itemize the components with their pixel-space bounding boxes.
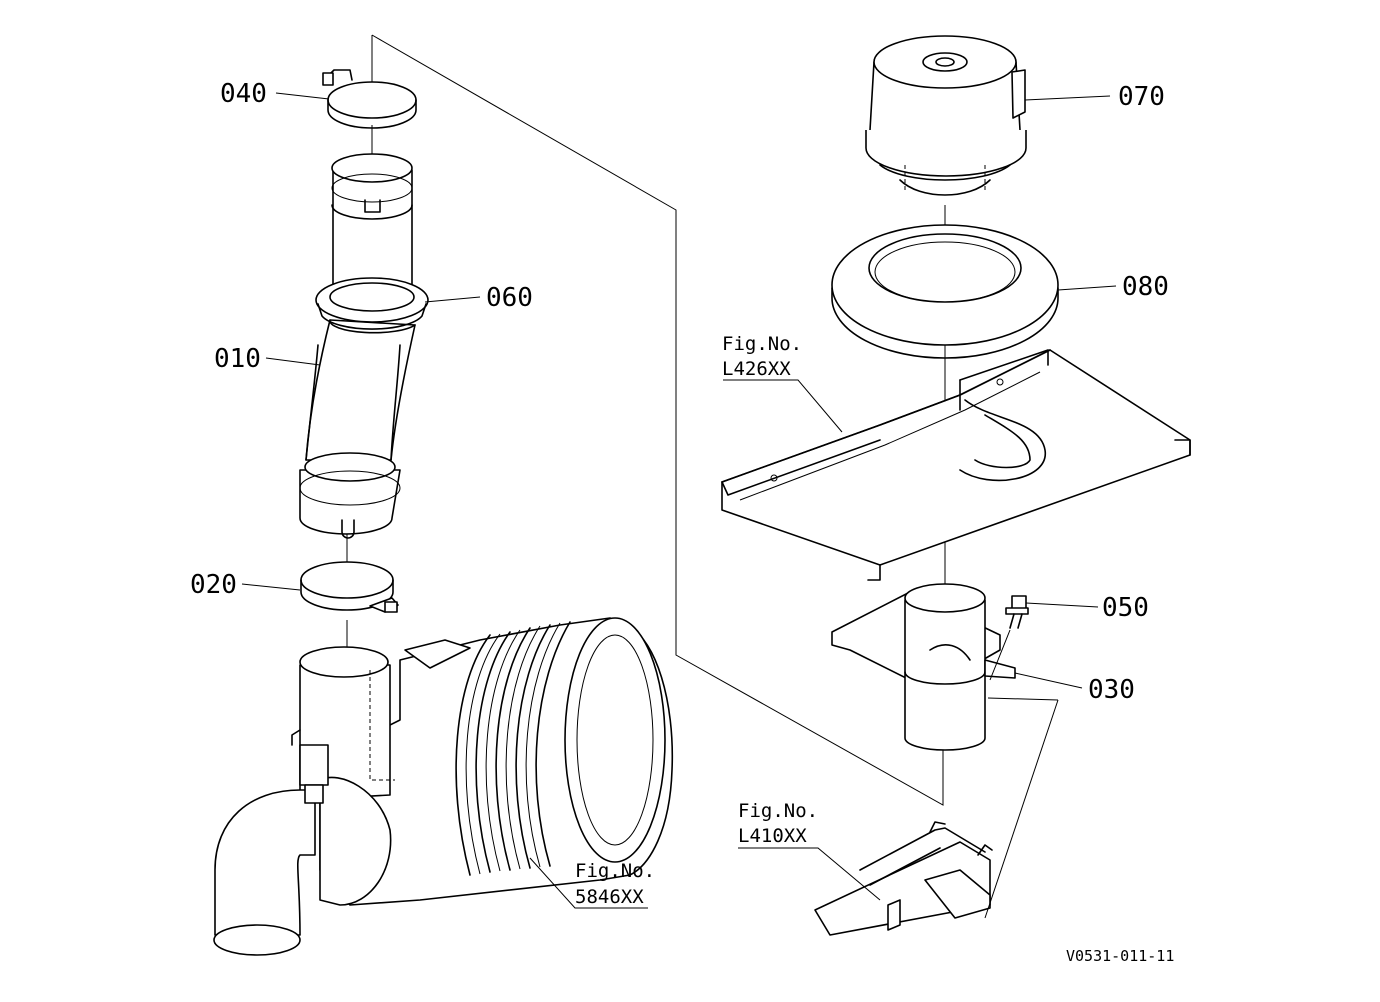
part-labels: 040 010 020 060 070 080 050 030 <box>190 79 1169 705</box>
label-050: 050 <box>1102 593 1149 623</box>
fig-l410-line1: Fig.No. <box>738 800 818 822</box>
air-cleaner-body <box>213 617 674 956</box>
label-080: 080 <box>1122 272 1169 302</box>
part-060-ring <box>315 277 429 334</box>
fig-5846-line2: 5846XX <box>575 886 644 908</box>
label-020: 020 <box>190 570 237 600</box>
leader-lines <box>241 92 1117 919</box>
bracket-plate <box>721 349 1191 581</box>
part-010-hose <box>299 153 416 539</box>
fig-l426-line1: Fig.No. <box>722 333 802 355</box>
fig-l426-line2: L426XX <box>722 358 791 380</box>
label-040: 040 <box>220 79 267 109</box>
drawing-code: V0531-011-11 <box>1066 947 1174 965</box>
label-070: 070 <box>1118 82 1165 112</box>
fig-5846-line1: Fig.No. <box>575 860 655 882</box>
fig-l410-line2: L410XX <box>738 825 807 847</box>
part-030-pipe <box>831 583 1016 751</box>
label-060: 060 <box>486 283 533 313</box>
part-050-bolt <box>989 595 1029 681</box>
label-010: 010 <box>214 344 261 374</box>
label-030: 030 <box>1088 675 1135 705</box>
part-020-clamp <box>300 561 399 613</box>
figure-refs: Fig.No. L426XX Fig.No. L410XX Fig.No. 58… <box>575 333 818 908</box>
frame-rail <box>814 821 993 936</box>
part-080-ring <box>831 224 1059 359</box>
part-070-cap <box>865 35 1027 196</box>
part-040-clamp <box>322 69 417 129</box>
